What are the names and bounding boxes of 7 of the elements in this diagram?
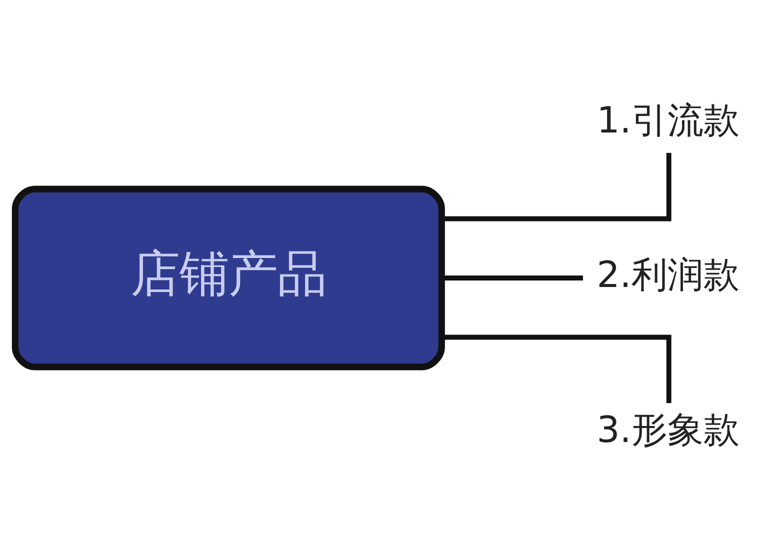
node-text: 3.形象款 [596, 408, 740, 451]
node-box: 店铺产品 [12, 186, 445, 370]
node-text: 1.引流款 [596, 98, 740, 142]
connector [442, 334, 672, 404]
connector [442, 276, 583, 280]
connector [442, 152, 672, 222]
node-text: 2.利润款 [596, 253, 740, 296]
